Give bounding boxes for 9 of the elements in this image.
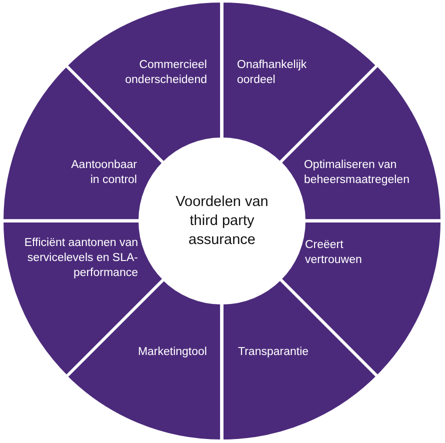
segment-label: Transparantie bbox=[238, 344, 310, 360]
center-title: Voordelen van third party assurance bbox=[174, 192, 270, 250]
segment-label: Optimaliseren van beheersmaatregelen bbox=[304, 158, 410, 188]
segment-label: Onafhankelijk oordeel bbox=[237, 58, 308, 88]
segment-label: Creëert vertrouwen bbox=[304, 238, 363, 268]
segment-label: Commercieel onderscheidend bbox=[124, 58, 207, 88]
segment-label: Aantoonbaar in control bbox=[70, 158, 137, 188]
segment-label: Marketingtool bbox=[136, 344, 207, 360]
segment-label: Efficiënt aantonen van servicelevels en SLA-performance bbox=[23, 236, 138, 281]
